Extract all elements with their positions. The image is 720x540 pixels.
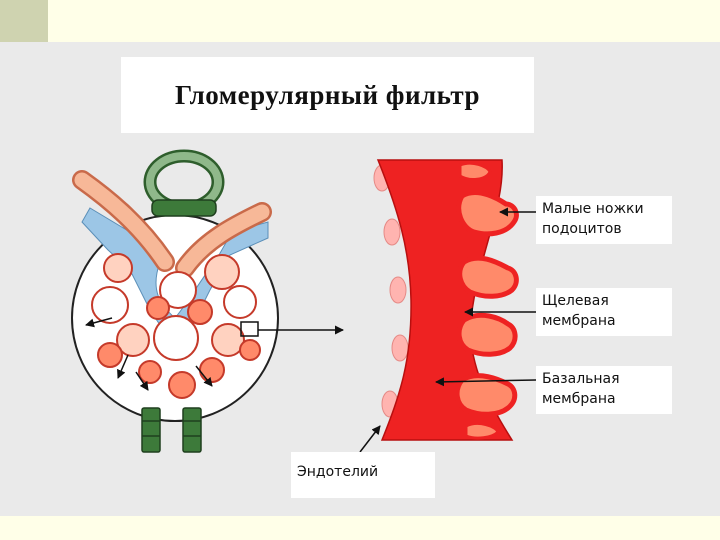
basement-membrane-label-line2: мембрана (542, 391, 616, 407)
corner-accent (0, 0, 48, 42)
zoom-marker (240, 321, 259, 337)
glomerulus (71, 149, 279, 453)
slit-membrane-label-line2: мембрана (542, 313, 616, 329)
proximal-tubule (141, 407, 202, 453)
label-arrows (359, 207, 537, 453)
podocyte-foot-processes (454, 189, 519, 417)
distal-tubule-ring (143, 149, 225, 217)
podocyte-edge-cells (458, 161, 500, 440)
title-box: Гломерулярный фильтр (121, 57, 534, 133)
podocyte-feet-label-line1: Малые ножки (542, 201, 644, 217)
filtration-barrier (373, 159, 519, 441)
efferent-arteriole (175, 202, 272, 278)
endothelium-label-text: Эндотелий (297, 464, 379, 480)
slit-membrane-label-line1: Щелевая (542, 293, 609, 309)
podocyte-feet-label: Малые ножки подоцитов (536, 196, 672, 244)
afferent-arteriole (72, 170, 175, 272)
endothelial-cells (373, 164, 409, 418)
basement-membrane-label: Базальная мембрана (536, 366, 672, 414)
capillary-loops (91, 253, 261, 399)
filtration-arrows (85, 317, 213, 391)
podocyte-feet-label-line2: подоцитов (542, 221, 622, 237)
page-title: Гломерулярный фильтр (174, 79, 481, 110)
basement-membrane-label-line1: Базальная (542, 371, 620, 387)
bottom-strip (0, 516, 720, 540)
slit-membrane-label: Щелевая мембрана (536, 288, 672, 336)
endothelium-label: Эндотелий (291, 452, 435, 498)
